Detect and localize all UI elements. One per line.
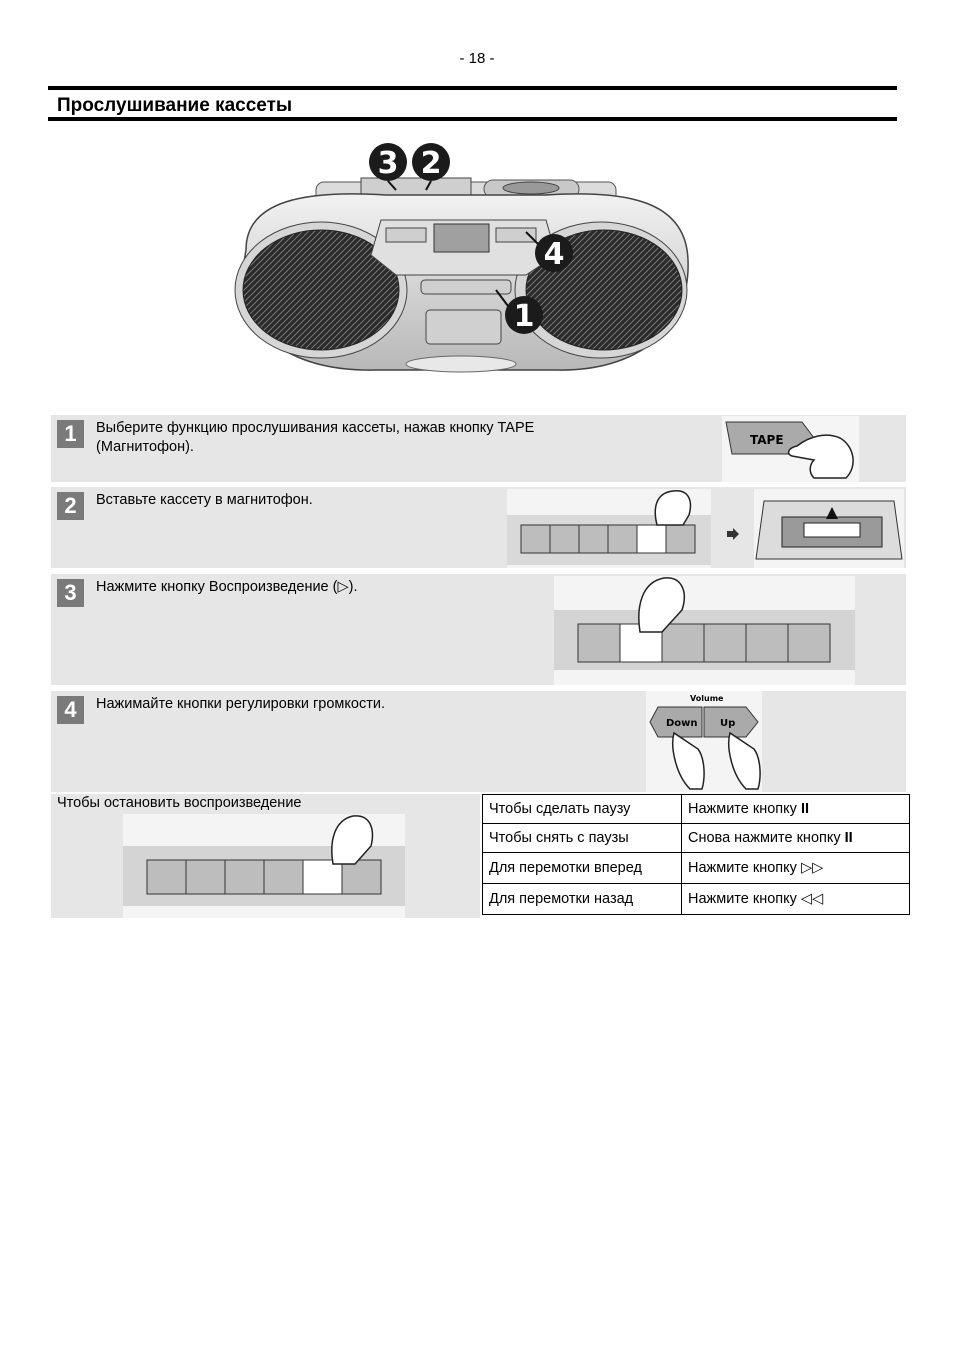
tape-button-illustration: TAPE [722,416,859,482]
operations-table: Чтобы сделать паузу Нажмите кнопку II Чт… [482,794,910,915]
step-4: 4 Нажимайте кнопки регулировки громкости… [51,691,906,792]
table-cell: Чтобы снять с паузы [482,823,682,853]
step-number: 4 [57,696,84,724]
table-row: Чтобы сделать паузу Нажмите кнопку II [482,794,910,824]
step-1: 1 Выберите функцию прослушивания кассеты… [51,415,906,482]
stop-button-illustration [123,814,405,918]
table-cell: Для перемотки назад [482,883,682,915]
stop-instructions: Чтобы остановить воспроизведение [51,794,480,918]
cassette-deck-illustration [754,489,904,568]
volume-up-label: Up [720,718,735,729]
step-3: 3 Нажмите кнопку Воспроизведение (▷). [51,574,906,685]
step-number: 3 [57,579,84,607]
volume-title: Volume [690,694,724,703]
page-title: Прослушивание кассеты [57,95,293,116]
callout-3: 3 [378,146,399,181]
callout-4: 4 [544,237,565,272]
volume-buttons-illustration: Volume Down Up [646,691,762,792]
step-number: 1 [57,420,84,448]
rewind-symbol: ◁◁ [800,891,824,907]
play-button-illustration [554,576,855,685]
fast-forward-symbol: ▷▷ [800,860,824,876]
stop-label: Чтобы остановить воспроизведение [57,795,302,811]
table-row: Для перемотки назад Нажмите кнопку ◁◁ [482,883,910,915]
step-text: Вставьте кассету в магнитофон. [96,492,313,508]
table-cell: Нажмите кнопку ▷▷ [681,852,910,884]
volume-down-label: Down [666,718,698,729]
table-cell: Нажмите кнопку II [681,794,910,824]
step-text: Нажмите кнопку Воспроизведение (▷). [96,579,358,595]
callout-1: 1 [514,299,535,334]
section-title-bar: Прослушивание кассеты [48,86,897,121]
step-text: Выберите функцию прослушивания кассеты, … [96,420,535,455]
table-row: Для перемотки вперед Нажмите кнопку ▷▷ [482,852,910,884]
tape-button-label: TAPE [750,433,784,447]
table-row: Чтобы снять с паузы Снова нажмите кнопку… [482,823,910,853]
table-cell: Чтобы сделать паузу [482,794,682,824]
table-cell: Для перемотки вперед [482,852,682,884]
step-2: 2 Вставьте кассету в магнитофон. [51,487,906,568]
step-text: Нажимайте кнопки регулировки громкости. [96,696,385,712]
table-cell: Нажмите кнопку ◁◁ [681,883,910,915]
boombox-illustration: 3 2 4 1 [234,143,689,373]
pause-symbol: II [844,830,853,846]
table-cell: Снова нажмите кнопку II [681,823,910,853]
step-number: 2 [57,492,84,520]
insert-cassette-illustration [507,489,711,568]
callout-2: 2 [421,146,442,181]
page-number: - 18 - [459,50,495,67]
arrow-right-icon [727,528,739,540]
pause-symbol: II [800,801,809,817]
